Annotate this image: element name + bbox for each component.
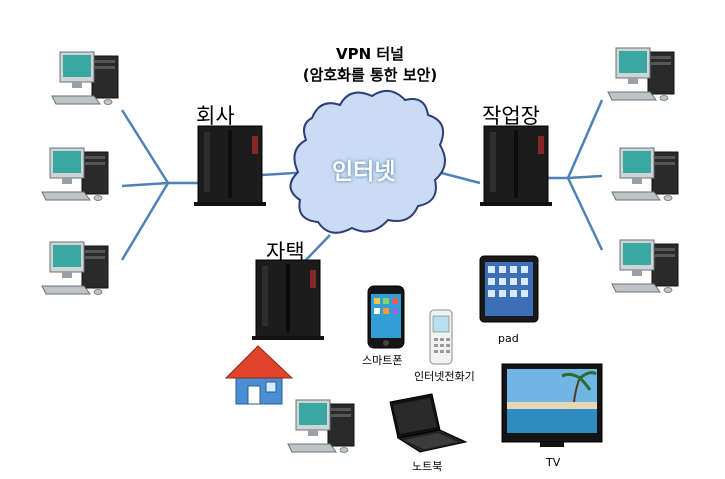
pad-label: pad	[498, 332, 519, 345]
home-pc	[287, 399, 355, 453]
tv-icon	[501, 363, 603, 447]
home-router	[251, 259, 325, 341]
link-company-pc-mid	[121, 181, 169, 188]
workplace-pc-2	[611, 147, 679, 201]
link-home-cloud	[303, 234, 331, 263]
smartphone-label: 스마트폰	[362, 354, 403, 367]
tv-label: TV	[546, 456, 561, 469]
connection-lines	[120, 99, 604, 263]
home-label: 자택	[266, 240, 305, 264]
vpn-tunnel-title: VPN 터널	[336, 45, 404, 63]
workplace-pc-3	[611, 239, 679, 293]
link-workplace-pc-bottom	[566, 177, 604, 251]
company-router	[193, 125, 267, 207]
workplace-router	[479, 125, 553, 207]
link-company-pc-bottom	[120, 182, 170, 261]
link-workplace-pc-top	[566, 99, 604, 179]
house-icon	[224, 345, 294, 405]
link-workplace-pc-mid	[567, 174, 603, 180]
company-pc-3	[41, 241, 109, 295]
smartphone-icon	[367, 285, 405, 349]
company-label: 회사	[196, 104, 235, 128]
internet-phone-label: 인터넷전화기	[414, 370, 475, 383]
notebook-icon	[389, 393, 468, 453]
internet-phone-icon	[429, 309, 453, 365]
internet-cloud	[289, 89, 446, 234]
vpn-tunnel-subtitle: (암호화를 통한 보안)	[302, 66, 438, 84]
workplace-label: 작업장	[482, 104, 540, 128]
internet-label: 인터넷	[332, 159, 396, 185]
company-pc-1	[51, 51, 119, 105]
link-company-pc-top	[120, 109, 170, 184]
workplace-pc-1	[607, 47, 675, 101]
company-pc-2	[41, 147, 109, 201]
vpn-tunnel-label: VPN 터널 (암호화를 통한 보안)	[280, 44, 460, 86]
tablet-icon	[479, 255, 539, 323]
notebook-label: 노트북	[412, 460, 443, 473]
